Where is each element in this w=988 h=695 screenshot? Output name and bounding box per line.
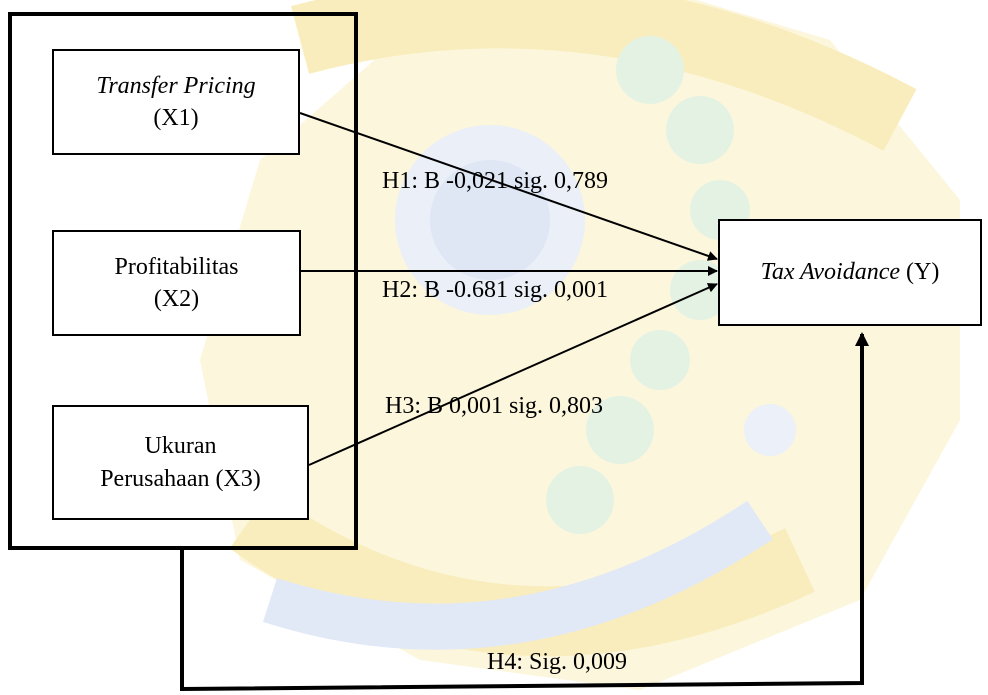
node-x1-code: (X1) [153, 105, 199, 131]
node-x1-name: Transfer Pricing [96, 72, 256, 99]
independent-variables-group [8, 12, 358, 550]
hypothesis-h2-label: H2: B -0.681 sig. 0,001 [382, 277, 609, 303]
arrow-h4 [180, 332, 869, 692]
node-x2-name: Profitabilitas [114, 253, 239, 280]
node-x2-code: (X2) [153, 286, 200, 312]
hypothesis-h1-label: H1: B -0,021 sig. 0,789 [382, 168, 609, 194]
arrow-h1 [299, 112, 718, 261]
arrow-h3 [308, 283, 718, 466]
node-x3-name-line2: Perusahaan (X3) [100, 465, 261, 492]
node-tax-avoidance: Tax Avoidance (Y) [718, 219, 982, 326]
node-y-label: Tax Avoidance (Y) [761, 256, 940, 288]
node-transfer-pricing: Transfer Pricing (X1) [52, 49, 300, 155]
node-y-name: Tax Avoidance [760, 259, 900, 286]
node-y-code: (Y) [906, 259, 940, 286]
node-x3-name-line1: Ukuran [144, 433, 217, 460]
node-profitabilitas: Profitabilitas (X2) [52, 230, 301, 336]
hypothesis-h4-label: H4: Sig. 0,009 [487, 649, 628, 675]
node-ukuran-perusahaan: Ukuran Perusahaan (X3) [52, 405, 309, 520]
hypothesis-h3-label: H3: B 0,001 sig. 0,803 [385, 393, 604, 419]
